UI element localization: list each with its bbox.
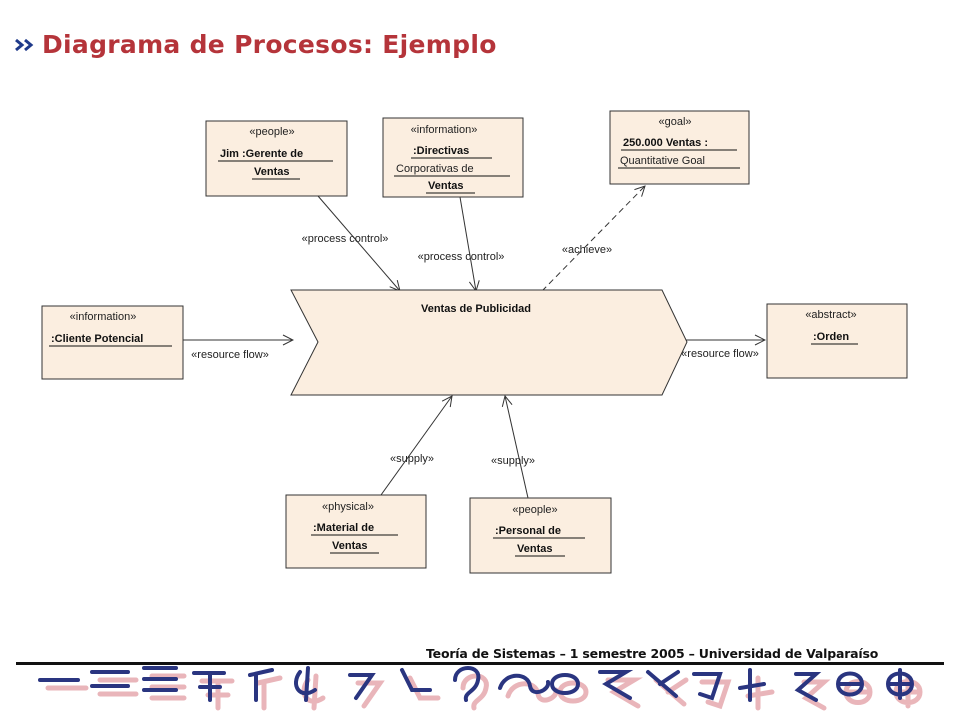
process-control-label-2: «process control» (418, 251, 505, 263)
box-name-line1: :Personal de (495, 525, 561, 537)
abstract-box-orden: «abstract» :Orden (766, 303, 908, 379)
box-name-line2: Corporativas de (396, 163, 474, 175)
box-name-line2: Ventas (254, 166, 289, 178)
supply-connector-1 (380, 396, 452, 496)
process-label: Ventas de Publicidad (421, 303, 531, 315)
box-name-line2: Ventas (517, 543, 552, 555)
box-name-line2: Quantitative Goal (620, 155, 705, 167)
supply-label-1: «supply» (390, 453, 434, 465)
information-box-cliente: «information» :Cliente Potencial (41, 305, 184, 380)
box-name-line1: 250.000 Ventas : (623, 137, 708, 149)
stereotype-label: «people» (512, 504, 557, 516)
process-control-connector-1 (317, 195, 400, 291)
stereotype-label: «goal» (658, 116, 691, 128)
process-diagram: Ventas de Publicidad «people» Jim :Geren… (41, 110, 908, 574)
stereotype-label: «abstract» (805, 309, 856, 321)
stereotype-label: «people» (249, 126, 294, 138)
achieve-label: «achieve» (562, 244, 612, 256)
process-control-connector-2 (459, 196, 476, 291)
double-chevron-icon (15, 38, 34, 51)
box-name-line1: Jim :Gerente de (220, 148, 303, 160)
physical-box-material: «physical» :Material de Ventas (285, 494, 427, 569)
information-box-directivas: «information» :Directivas Corporativas d… (382, 117, 524, 198)
supply-label-2: «supply» (491, 455, 535, 467)
footer-divider (16, 662, 944, 665)
stereotype-label: «physical» (322, 501, 374, 513)
box-name-line3: Ventas (428, 180, 463, 192)
process-node: Ventas de Publicidad (290, 289, 688, 396)
box-name-line1: :Cliente Potencial (51, 333, 143, 345)
footer-text: Teoría de Sistemas – 1 semestre 2005 – U… (426, 646, 879, 661)
stereotype-label: «information» (70, 311, 137, 323)
stereotype-label: «information» (411, 124, 478, 136)
people-box-jim: «people» Jim :Gerente de Ventas (205, 120, 348, 197)
box-name-line1: :Material de (313, 522, 374, 534)
resource-flow-out-label: «resource flow» (681, 348, 759, 360)
resource-flow-in-label: «resource flow» (191, 349, 269, 361)
box-name-line1: :Orden (813, 331, 849, 343)
box-name-line2: Ventas (332, 540, 367, 552)
people-box-personal: «people» :Personal de Ventas (469, 497, 612, 574)
process-control-label-1: «process control» (302, 233, 389, 245)
achieve-connector (541, 186, 645, 292)
goal-box: «goal» 250.000 Ventas : Quantitative Goa… (609, 110, 750, 185)
page-title: Diagrama de Procesos: Ejemplo (42, 30, 497, 59)
title-area: Diagrama de Procesos: Ejemplo (14, 30, 497, 59)
box-name-line1: :Directivas (413, 145, 469, 157)
supply-connector-2 (505, 396, 529, 499)
